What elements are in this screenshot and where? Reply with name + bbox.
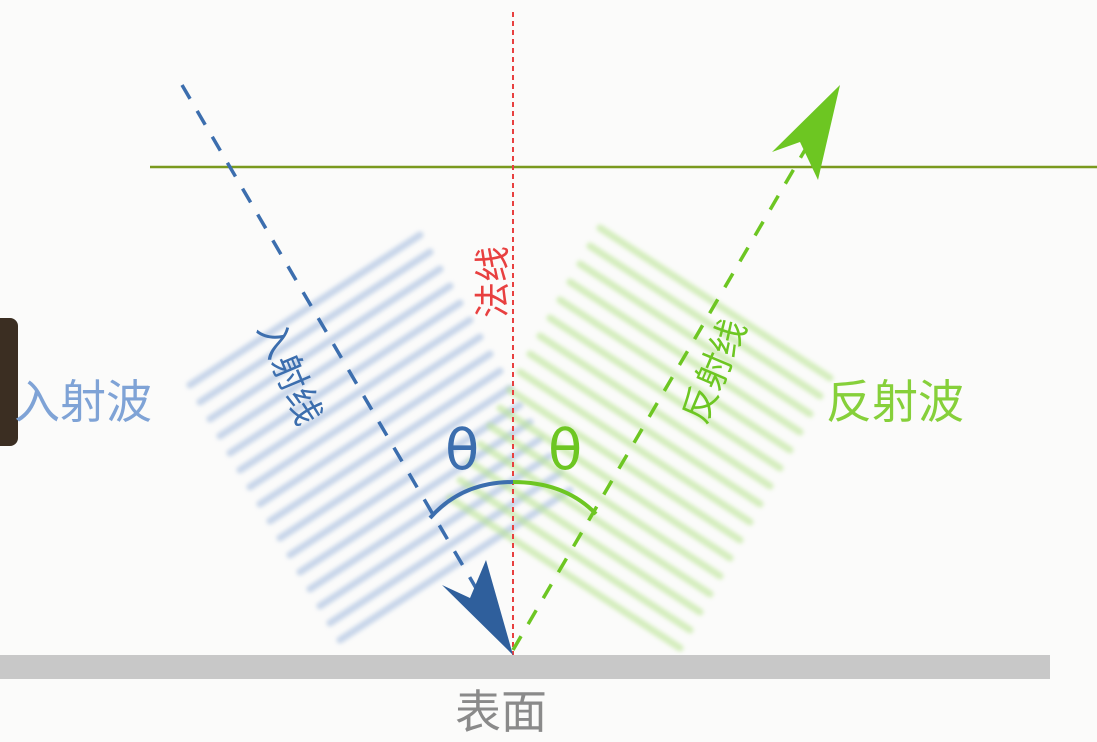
wavefront-stripe <box>266 367 504 525</box>
wavefront-stripe <box>586 242 824 400</box>
incident-ray <box>180 84 492 613</box>
wavefront-stripe <box>216 282 454 440</box>
wavefront-stripe <box>256 350 494 508</box>
wavefront-stripe <box>286 401 524 559</box>
wavefront-stripe <box>556 296 794 454</box>
normal-label: 法线 <box>473 245 514 319</box>
surface-bar <box>0 655 1050 679</box>
wavefront-stripe <box>336 486 574 644</box>
wavefront-stripe <box>276 384 514 542</box>
wavefront-stripe <box>296 418 534 576</box>
wavefront-stripe <box>446 494 684 652</box>
wavefront-stripe <box>486 422 724 580</box>
incident-arrowhead <box>442 560 513 655</box>
wavefront-stripe <box>236 316 474 474</box>
reflected-wave-label: 反射波 <box>826 375 964 429</box>
wavefront-stripe <box>206 265 444 423</box>
incident-angle-theta: θ <box>445 418 480 483</box>
wavefront-stripe <box>226 299 464 457</box>
wavefront-stripe <box>546 314 784 472</box>
wavefront-stripe <box>196 248 434 406</box>
wave-source-device <box>0 318 18 446</box>
wavefront-stripe <box>316 452 554 610</box>
reflected-ray <box>511 149 807 651</box>
wavefront-stripe <box>456 476 694 634</box>
wavefront-stripe <box>536 332 774 490</box>
reflected-arrowhead <box>772 85 840 180</box>
reflected-angle-theta: θ <box>548 418 583 483</box>
incident-angle-arc <box>428 480 514 520</box>
wavefront-stripe <box>466 458 704 616</box>
wavefront-stripe <box>186 231 424 389</box>
wavefront-stripe <box>246 333 484 491</box>
wavefront-stripe <box>516 368 754 526</box>
wavefront-stripe <box>476 440 714 598</box>
incident-wave-label: 入射波 <box>14 375 152 429</box>
wavefront-stripe <box>506 386 744 544</box>
wavefront-stripe <box>496 404 734 562</box>
reflected-angle-arc <box>512 480 598 516</box>
wavefront-stripe <box>526 350 764 508</box>
wavefront-stripe <box>306 435 544 593</box>
surface-label: 表面 <box>455 685 547 739</box>
